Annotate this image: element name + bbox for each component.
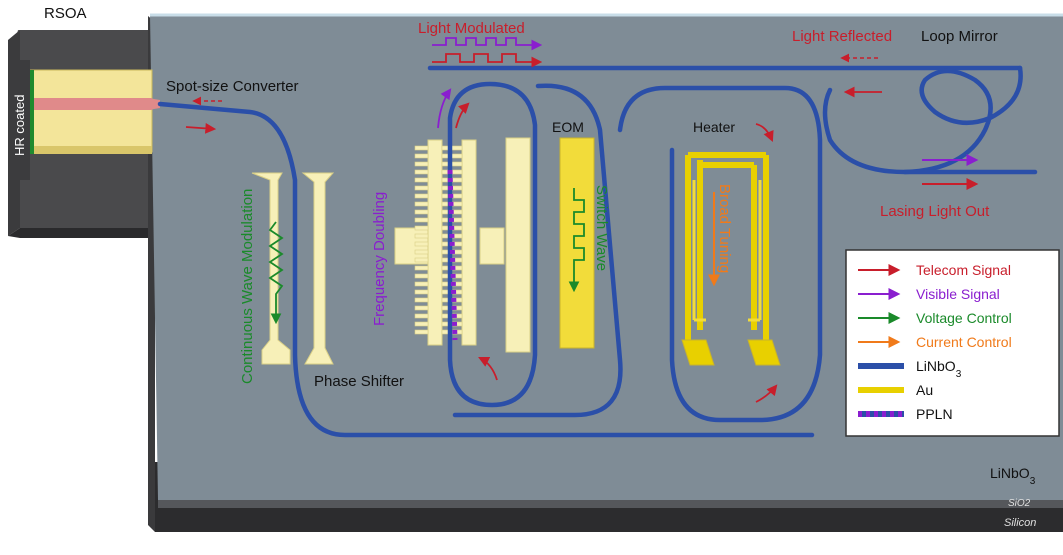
- chip-top-surface: [150, 15, 1063, 500]
- pplln-tooth: [414, 257, 429, 263]
- pplln-tooth: [414, 297, 429, 303]
- rsoa-gain-chip-bottom: [30, 146, 152, 154]
- silicon-layer-label: Silicon: [1004, 517, 1036, 529]
- cw-voltage-zigzag: [268, 221, 284, 325]
- eom-signal-electrode: [559, 137, 595, 349]
- rsoa-hr-face: [8, 60, 30, 180]
- waveguide-ring-pplln: [447, 81, 538, 408]
- spot-size-converter-label: Spot-size Converter: [166, 78, 299, 95]
- sio2-band: [158, 498, 1063, 508]
- cw-electrode: [251, 172, 291, 365]
- legend-label: PPLN: [916, 406, 953, 422]
- pplln-tooth: [414, 209, 429, 215]
- hr-coating-strip: [28, 70, 34, 154]
- eom-label: EOM: [552, 119, 584, 135]
- rsoa-gain-chip: [29, 69, 153, 153]
- pplln-tooth: [414, 217, 429, 223]
- pplln-tooth: [414, 273, 429, 279]
- legend-item: Current Control: [858, 334, 1012, 350]
- arrow-ring-purple: [437, 88, 452, 129]
- heater-electrode: [681, 152, 781, 366]
- pplln-tooth: [414, 177, 429, 183]
- linbo3-layer-label: LiNbO3: [990, 465, 1036, 487]
- eom-ground-electrode: [505, 137, 531, 353]
- legend-item: PPLN: [858, 406, 953, 422]
- light-modulated-waves: [432, 37, 543, 68]
- pplln-tooth: [414, 169, 429, 175]
- cw-modulation-label: Continuous Wave Modulation: [239, 189, 256, 384]
- rsoa-label: RSOA: [44, 5, 87, 22]
- light-modulated-label: Light Modulated: [418, 20, 525, 37]
- pplln-tooth: [414, 233, 429, 239]
- pplln-tooth: [414, 145, 429, 151]
- legend-swatch-pplln: [858, 411, 904, 417]
- linbo3-layer-text: LiNbO: [990, 465, 1030, 481]
- waveguide-loop-mirror: [822, 65, 1023, 175]
- legend-label: Voltage Control: [916, 310, 1012, 326]
- pplln-tooth: [414, 185, 429, 191]
- switch-wave-label: Switch Wave: [593, 185, 610, 271]
- legend-item: Voltage Control: [858, 310, 1012, 326]
- frequency-doubling-label: Frequency Doubling: [371, 192, 388, 326]
- arrow-telecom-ssc: [185, 122, 217, 134]
- legend-label: Au: [916, 382, 933, 398]
- switch-wave-voltage: [568, 188, 585, 293]
- pplln-tooth: [414, 153, 429, 159]
- linbo3-layer-sub: 3: [1030, 476, 1036, 487]
- pplln-tooth: [414, 329, 429, 335]
- legend-label: Visible Signal: [916, 286, 1000, 302]
- lasing-light-out-label: Lasing Light Out: [880, 203, 990, 220]
- rsoa-active-stripe: [30, 98, 152, 110]
- pplln-tooth: [414, 225, 429, 231]
- phase-shifter-electrode: [301, 172, 335, 365]
- light-reflected-label: Light Reflected: [792, 28, 892, 45]
- pplln-tooth: [414, 321, 429, 327]
- pplln-tooth: [414, 289, 429, 295]
- pplln-tooth: [414, 193, 429, 199]
- pplln-tooth: [414, 265, 429, 271]
- legend-label: Telecom Signal: [916, 262, 1011, 278]
- heater-label: Heater: [693, 119, 735, 135]
- ppln-electrodes: [394, 139, 505, 346]
- hr-coated-label: HR coated: [12, 95, 27, 156]
- legend-item: Au: [858, 382, 933, 398]
- arrow-heater-bottom: [755, 384, 778, 403]
- waveguide-main: [157, 101, 815, 438]
- phase-shifter-label: Phase Shifter: [314, 373, 404, 390]
- broad-tuning-label: Broad Tuning: [716, 184, 733, 273]
- pplln-tooth: [414, 313, 429, 319]
- arrow-ring-bottom: [478, 357, 498, 381]
- pplln-tooth: [414, 281, 429, 287]
- loop-mirror-label: Loop Mirror: [921, 28, 998, 45]
- waveguide-ring-heater: [617, 85, 823, 423]
- arrow-heater-top: [755, 123, 774, 142]
- legend-item: Telecom Signal: [858, 262, 1011, 278]
- pplln-tooth: [414, 161, 429, 167]
- arrow-ring-red: [455, 102, 470, 129]
- legend-label: Current Control: [916, 334, 1012, 350]
- spot-size-converter: [148, 98, 160, 110]
- legend-swatch-line: [858, 363, 904, 369]
- pplln-tooth: [414, 249, 429, 255]
- legend-item: LiNbO3: [858, 358, 962, 380]
- pplln-tooth: [414, 241, 429, 247]
- pplln-tooth: [414, 305, 429, 311]
- pplln-tooth: [414, 201, 429, 207]
- legend-swatch-line: [858, 387, 904, 393]
- rsoa-front-dark: [8, 228, 148, 238]
- sio2-layer-label: SiO2: [1008, 498, 1031, 509]
- legend-label: LiNbO3: [916, 358, 962, 380]
- waveguide-s-bend: [452, 83, 623, 418]
- legend-item: Visible Signal: [858, 286, 1000, 302]
